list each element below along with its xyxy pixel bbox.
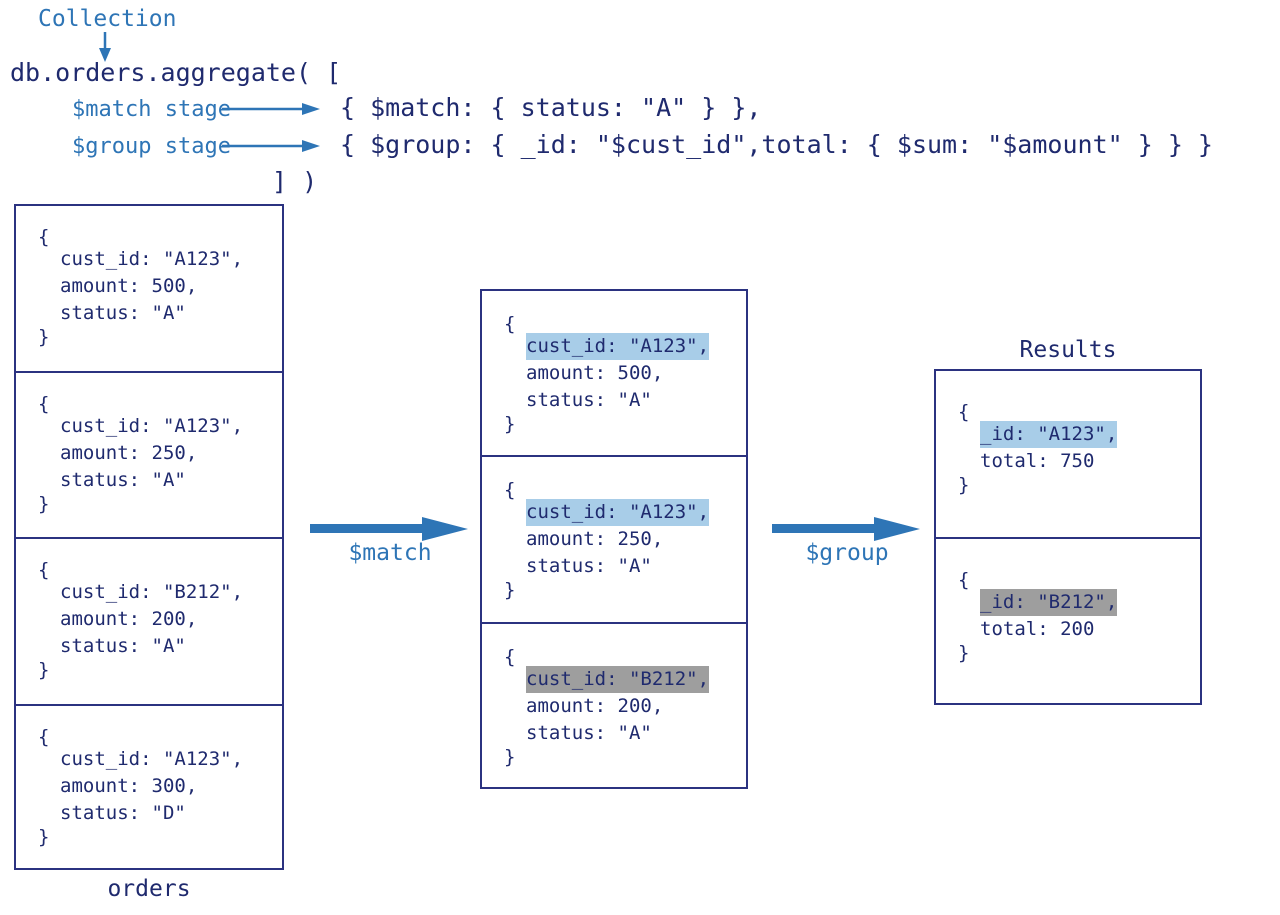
group-stage-annotation-arrow-icon: [222, 140, 320, 152]
doc-field-cust-id: cust_id: "B212",: [60, 581, 244, 603]
doc-brace-open: {: [504, 645, 516, 668]
doc-brace-close: }: [504, 413, 516, 435]
doc-brace-close: }: [38, 825, 50, 848]
doc-field-status: status: "A": [526, 389, 652, 411]
doc-field-id-highlighted: _id: "B212",: [980, 589, 1118, 616]
doc-brace-open: {: [38, 725, 50, 748]
match-pipeline-arrow: $match: [310, 516, 470, 566]
doc-field-status: status: "A": [526, 555, 652, 578]
code-line-aggregate: db.orders.aggregate( [: [10, 58, 342, 87]
doc-field-amount: amount: 500,: [526, 362, 664, 384]
doc-field-cust-id: cust_id: "A123",: [60, 248, 244, 270]
doc-field-cust-id-highlighted: cust_id: "B212",: [526, 665, 710, 693]
doc-brace-close: }: [958, 474, 970, 496]
doc-field-amount: amount: 500,: [60, 275, 198, 297]
doc-field-cust-id: cust_id: "A123",: [60, 747, 244, 770]
doc-brace-close: }: [38, 492, 50, 515]
doc-field-amount: amount: 250,: [526, 528, 664, 551]
doc-field-status: status: "D": [60, 801, 186, 824]
match-arrow-icon: [310, 517, 468, 541]
list-item: { _id: "B212", total: 200 }: [936, 539, 1200, 707]
doc-field-status: status: "A": [526, 721, 652, 744]
doc-brace-close: }: [38, 659, 50, 681]
list-item: { cust_id: "B212", amount: 200, status: …: [482, 624, 746, 790]
doc-brace-open: {: [504, 479, 516, 502]
doc-brace-close: }: [504, 579, 516, 602]
doc-field-cust-id-highlighted: cust_id: "A123",: [526, 333, 710, 360]
doc-field-status: status: "A": [60, 635, 186, 657]
group-stage-annotation-label: $group stage: [72, 134, 231, 159]
results-caption: Results: [1019, 337, 1117, 363]
list-item: { _id: "A123", total: 750 }: [936, 371, 1200, 539]
doc-brace-open: {: [958, 569, 970, 591]
group-arrow-label: $group: [805, 540, 889, 566]
code-line-close: ] ): [272, 167, 318, 196]
doc-brace-open: {: [38, 392, 50, 415]
doc-brace-open: {: [504, 313, 516, 335]
doc-brace-close: }: [38, 326, 50, 348]
doc-brace-close: }: [504, 745, 516, 768]
collection-pointer-arrow-icon: [99, 32, 111, 62]
group-arrow-icon: [772, 517, 920, 541]
orders-collection-caption: orders: [107, 876, 191, 902]
list-item: { cust_id: "A123", amount: 500, status: …: [482, 291, 746, 458]
doc-field-status: status: "A": [60, 302, 186, 324]
doc-field-cust-id: cust_id: "A123",: [60, 414, 244, 437]
code-line-match-stage: { $match: { status: "A" } },: [340, 93, 762, 122]
collection-label: Collection: [38, 6, 177, 32]
orders-collection-box: { cust_id: "A123", amount: 500, status: …: [14, 204, 284, 870]
doc-field-amount: amount: 200,: [60, 608, 198, 630]
list-item: { cust_id: "A123", amount: 250, status: …: [482, 457, 746, 624]
match-arrow-label: $match: [348, 540, 432, 566]
doc-field-amount: amount: 250,: [60, 441, 198, 464]
doc-field-id-highlighted: _id: "A123",: [980, 421, 1118, 448]
doc-field-total: total: 200: [980, 618, 1095, 640]
doc-brace-close: }: [958, 642, 970, 664]
doc-field-amount: amount: 200,: [526, 694, 664, 717]
doc-brace-open: {: [958, 401, 970, 423]
list-item: { cust_id: "A123", amount: 300, status: …: [16, 706, 282, 873]
doc-brace-open: {: [38, 226, 50, 248]
matched-documents-box: { cust_id: "A123", amount: 500, status: …: [480, 289, 748, 789]
doc-brace-open: {: [38, 559, 50, 581]
doc-field-amount: amount: 300,: [60, 774, 198, 797]
doc-field-cust-id-highlighted: cust_id: "A123",: [526, 499, 710, 527]
code-line-group-stage: { $group: { _id: "$cust_id",total: { $su…: [340, 130, 1213, 159]
list-item: { cust_id: "B212", amount: 200, status: …: [16, 539, 282, 706]
results-box: { _id: "A123", total: 750 } { _id: "B212…: [934, 369, 1202, 705]
list-item: { cust_id: "A123", amount: 500, status: …: [16, 206, 282, 373]
doc-field-status: status: "A": [60, 468, 186, 491]
match-stage-annotation-label: $match stage: [72, 97, 231, 122]
list-item: { cust_id: "A123", amount: 250, status: …: [16, 373, 282, 539]
group-pipeline-arrow: $group: [772, 516, 922, 566]
doc-field-total: total: 750: [980, 450, 1095, 472]
match-stage-annotation-arrow-icon: [222, 103, 320, 115]
